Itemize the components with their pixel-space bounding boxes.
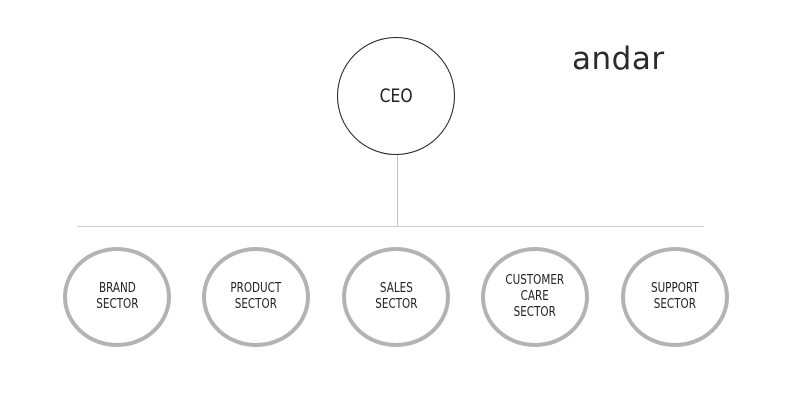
ceo-label: CEO [379,85,413,107]
ceo-node: CEO [337,37,455,155]
sector-label: SUPPORT SECTOR [651,281,699,312]
sector-node-product: PRODUCT SECTOR [202,247,310,347]
sector-label: PRODUCT SECTOR [230,281,282,312]
sector-node-sales: SALES SECTOR [342,247,450,347]
sector-node-support: SUPPORT SECTOR [621,247,729,347]
sector-node-customer-care: CUSTOMER CARE SECTOR [481,247,589,347]
brand-logo: andar [572,41,665,77]
ceo-connector-line [397,155,398,227]
sector-label: CUSTOMER CARE SECTOR [505,273,565,320]
sector-connector-line [77,226,704,227]
sector-node-brand: BRAND SECTOR [63,247,171,347]
sector-label: SALES SECTOR [374,281,418,312]
sector-label: BRAND SECTOR [95,281,139,312]
